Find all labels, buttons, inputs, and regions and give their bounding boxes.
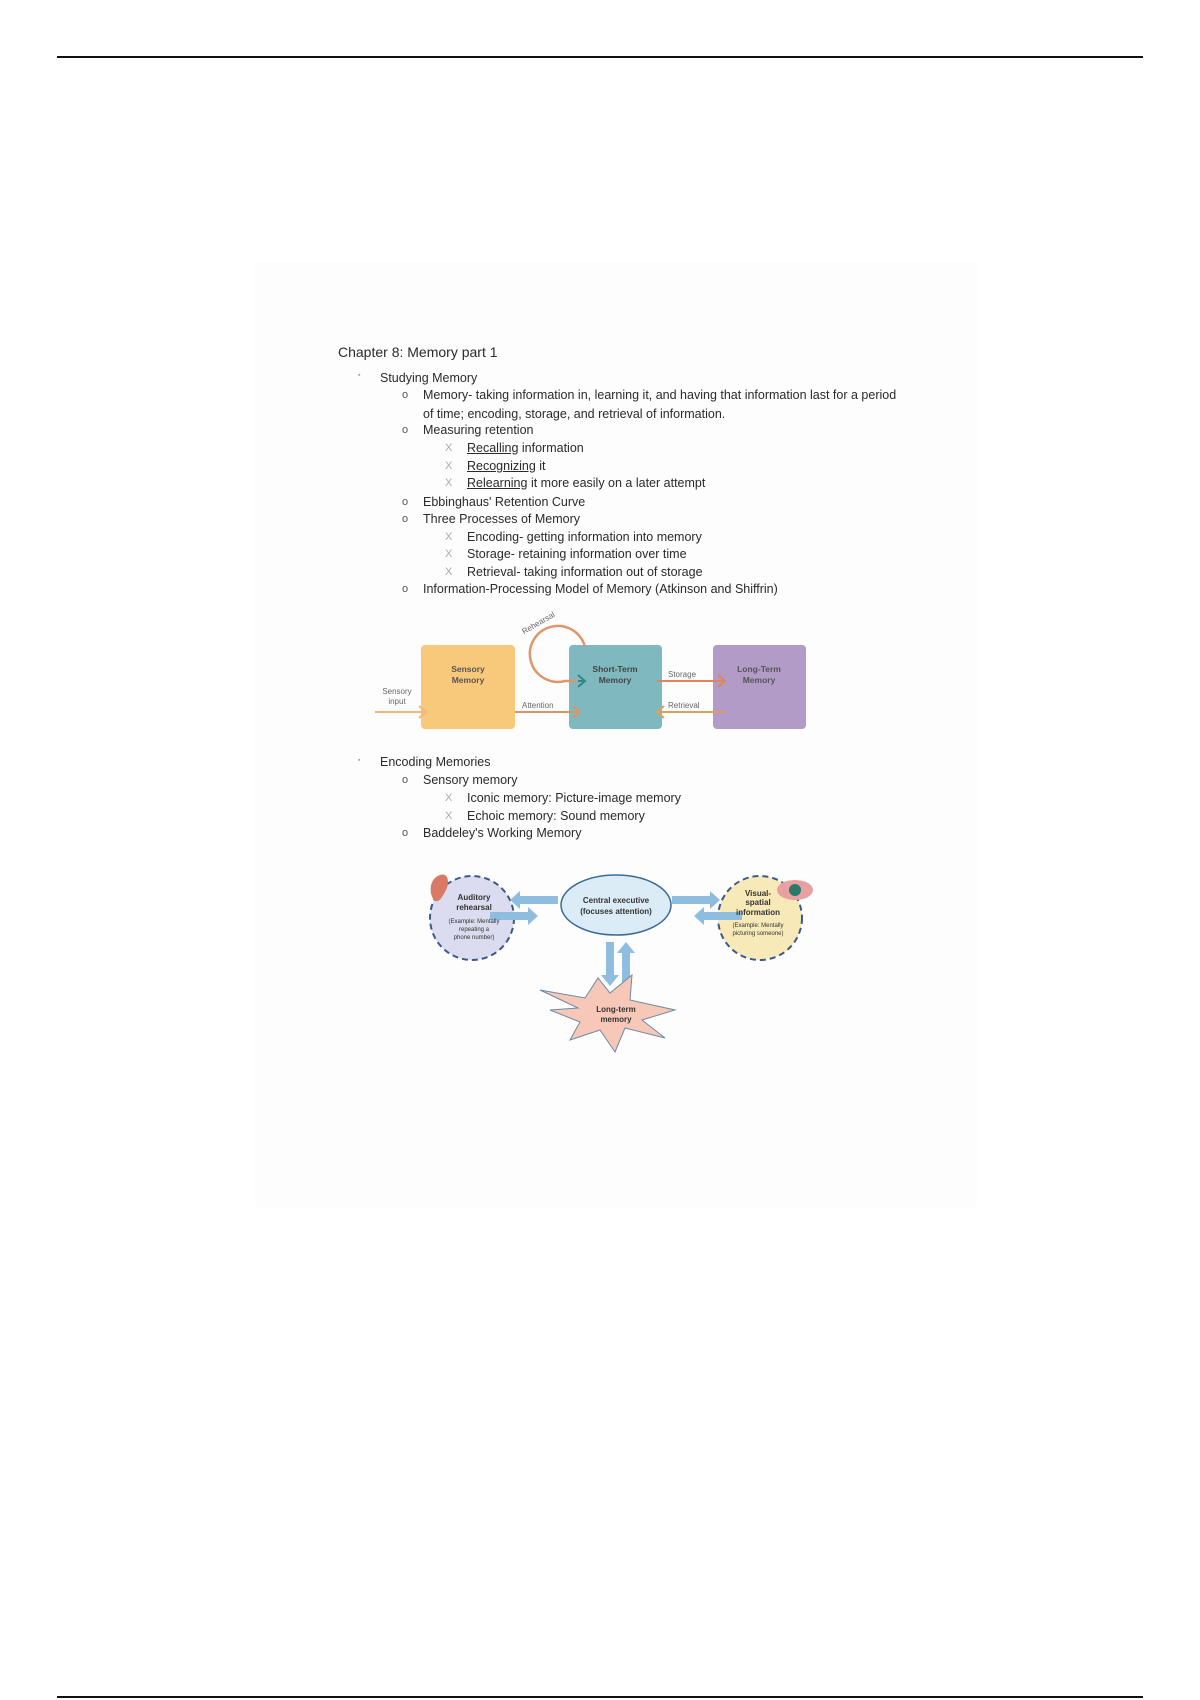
- text: information: [518, 441, 584, 455]
- bullet: o: [402, 583, 409, 595]
- section-heading: Encoding Memories: [380, 755, 491, 769]
- visual-label: spatial: [745, 898, 770, 907]
- list-item: Relearning it more easily on a later att…: [467, 476, 705, 490]
- central-label: Central executive: [583, 896, 650, 905]
- term: Recognizing: [467, 459, 536, 473]
- list-item: Baddeley's Working Memory: [423, 826, 582, 840]
- bullet: o: [402, 424, 409, 436]
- bullet: X: [445, 792, 453, 804]
- section-heading: Studying Memory: [380, 371, 478, 385]
- visual-example: (Example: Mentally: [732, 923, 783, 929]
- arrow-icon: [515, 705, 582, 719]
- retrieval-label: Retrieval: [668, 701, 700, 710]
- long-term-starburst: [539, 973, 677, 1054]
- long-term-label: Long-term: [596, 1005, 636, 1014]
- long-term-label: memory: [600, 1015, 632, 1024]
- bullet: X: [445, 548, 453, 560]
- list-item: Recognizing it: [467, 459, 546, 473]
- bullet: X: [445, 477, 453, 489]
- bullet: o: [402, 496, 409, 508]
- visual-label: Visual-: [745, 889, 771, 898]
- eye-icon: [777, 880, 813, 900]
- ear-icon: [430, 874, 448, 902]
- bullet: X: [445, 460, 453, 472]
- box-label: Memory: [599, 675, 632, 685]
- bullet: o: [402, 827, 409, 839]
- bullet: ▪: [358, 757, 361, 764]
- list-item: Storage- retaining information over time: [467, 547, 687, 561]
- arrow-icon: [375, 705, 428, 719]
- list-item: Recalling information: [467, 441, 584, 455]
- list-item: Three Processes of Memory: [423, 512, 580, 526]
- top-rule: [57, 56, 1143, 58]
- list-item: Sensory memory: [423, 773, 518, 787]
- auditory-example: repeating a: [459, 927, 490, 933]
- bullet: ▪: [358, 372, 361, 379]
- bullet: o: [402, 774, 409, 786]
- central-label: (focuses attention): [580, 907, 652, 916]
- visual-example: picturing someone): [732, 931, 783, 937]
- rehearsal-loop: [528, 624, 587, 684]
- bottom-rule: [57, 1696, 1143, 1698]
- list-item: Iconic memory: Picture-image memory: [467, 791, 681, 805]
- text: it more easily on a later attempt: [527, 476, 706, 490]
- arrow-icon: [577, 674, 587, 688]
- list-item: Information-Processing Model of Memory (…: [423, 582, 778, 596]
- visual-label: information: [736, 908, 780, 917]
- bullet: X: [445, 531, 453, 543]
- box-label: Short-Term: [592, 664, 638, 674]
- auditory-example: phone number): [454, 935, 495, 941]
- auditory-label: rehearsal: [456, 903, 492, 912]
- long-term-memory-box: [713, 645, 806, 729]
- list-item: Echoic memory: Sound memory: [467, 809, 645, 823]
- term: Relearning: [467, 476, 528, 490]
- bullet: X: [445, 442, 453, 454]
- bullet: X: [445, 566, 453, 578]
- box-label: Sensory: [451, 664, 485, 674]
- arrow-icons: [490, 891, 742, 986]
- bullet: o: [402, 513, 409, 525]
- list-item: Ebbinghaus' Retention Curve: [423, 495, 586, 509]
- attention-label: Attention: [522, 701, 554, 710]
- arrow-icon: [657, 674, 727, 688]
- list-item: of time; encoding, storage, and retrieva…: [423, 407, 726, 421]
- short-term-memory-box: [569, 645, 662, 729]
- page-title: Chapter 8: Memory part 1: [338, 344, 498, 360]
- svg-text:Central executive(focuses atte: Central executive (focuses attention): [580, 896, 652, 916]
- box-label: Memory: [452, 675, 485, 685]
- list-item: Retrieval- taking information out of sto…: [467, 565, 703, 579]
- auditory-example: (Example: Mentally: [448, 919, 499, 925]
- storage-label: Storage: [668, 670, 697, 679]
- sensory-memory-box: [421, 645, 515, 729]
- list-item: Encoding- getting information into memor…: [467, 530, 702, 544]
- bullet: o: [402, 389, 409, 401]
- term: Recalling: [467, 441, 519, 455]
- arrow-icon: [655, 705, 725, 719]
- text: it: [535, 459, 546, 473]
- sensory-input-label: Sensory: [382, 687, 411, 696]
- central-executive-ellipse: [560, 874, 672, 936]
- list-item: Memory- taking information in, learning …: [423, 388, 897, 402]
- box-label: Memory: [743, 675, 776, 685]
- box-label: Long-Term: [737, 664, 781, 674]
- sensory-input-label: input: [388, 697, 406, 706]
- list-item: Measuring retention: [423, 423, 534, 437]
- bullet: X: [445, 810, 453, 822]
- auditory-label: Auditory: [458, 893, 491, 902]
